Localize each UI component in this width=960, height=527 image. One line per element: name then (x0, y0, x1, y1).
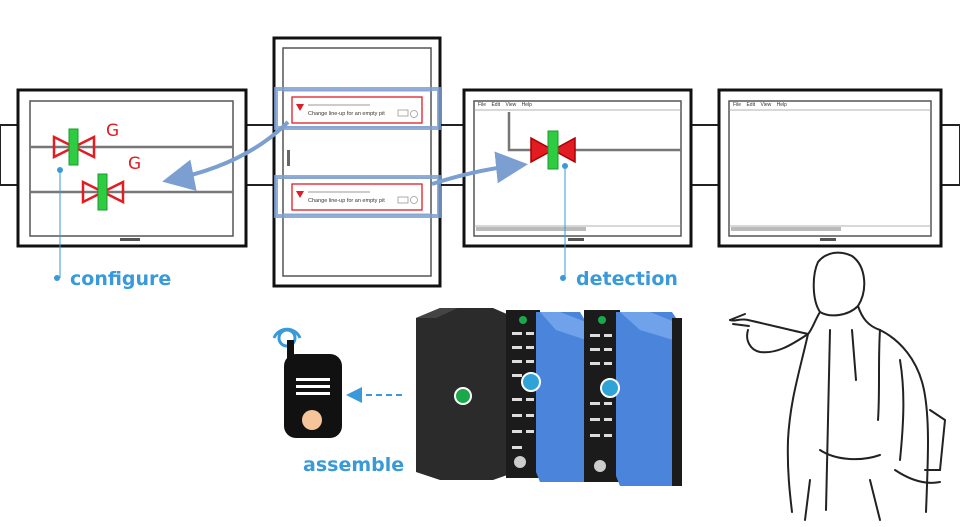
configure-label: configure (54, 268, 171, 290)
alarm-card (291, 96, 423, 124)
valve-tag: G (128, 154, 142, 174)
walkie-talkie-icon (272, 327, 342, 438)
controller-module (584, 310, 682, 486)
menu-item[interactable]: View (505, 102, 517, 108)
menu-item[interactable]: Edit (746, 102, 756, 108)
assemble-label: assemble (303, 454, 405, 476)
screen-empty (717, 88, 943, 248)
menu-item[interactable]: Help (776, 102, 787, 108)
valve-icon (52, 128, 96, 166)
valve-icon (81, 173, 125, 211)
menu-item[interactable]: Edit (491, 102, 501, 108)
bullet-dot (54, 274, 60, 281)
menu-item[interactable]: Help (521, 102, 532, 108)
controller-module (506, 310, 586, 482)
menu-bar-screen-3: File Edit View Help (478, 102, 532, 108)
bullet-dot (560, 274, 566, 281)
alarm-highlight (274, 87, 441, 130)
detection-text: detection (576, 268, 678, 290)
alarm-card (291, 183, 423, 211)
screen-detection (462, 88, 693, 248)
screen-alarm-cabinet (272, 36, 442, 288)
alarm-highlight (274, 175, 441, 218)
operator-sketch (729, 251, 947, 521)
menu-item[interactable]: View (760, 102, 772, 108)
arrow-to-detection (431, 151, 528, 186)
controller-module (416, 308, 516, 480)
screen-configure (16, 88, 248, 248)
detection-label: detection (560, 268, 678, 290)
configure-text: configure (70, 268, 172, 290)
arrow-to-configure (162, 120, 290, 191)
alarm-card-text: Change line-up for an empty pit (308, 111, 385, 117)
valve-icon (530, 130, 576, 170)
alarm-card-text: Change line-up for an empty pit (308, 198, 385, 204)
menu-item[interactable]: File (478, 102, 487, 108)
valve-tag: G (106, 121, 120, 141)
menu-item[interactable]: File (733, 102, 742, 108)
menu-bar-screen-4: File Edit View Help (733, 102, 787, 108)
